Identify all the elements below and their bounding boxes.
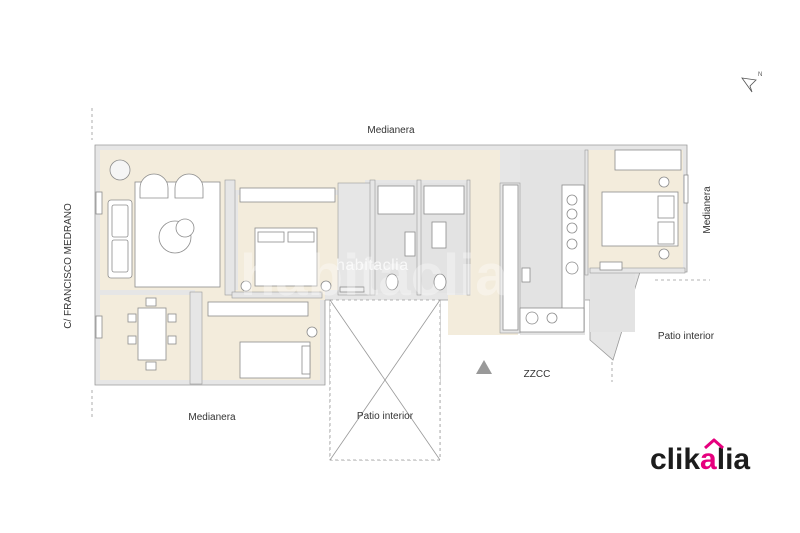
facade-windows xyxy=(95,174,689,339)
label-zzcc: ZZCC xyxy=(524,369,551,380)
wardrobe-3 xyxy=(614,149,682,171)
wardrobe-2 xyxy=(207,301,309,317)
label-medianera-top: Medianera xyxy=(367,125,415,136)
sink-2 xyxy=(431,221,447,249)
counter-left xyxy=(502,184,519,331)
svg-text:habitaclia: habitaclia xyxy=(240,243,508,308)
bedroom-1-furniture xyxy=(239,187,336,292)
sink-1 xyxy=(404,231,416,257)
logo-roof-icon xyxy=(704,438,724,450)
watermark: habitaclia habitaclia xyxy=(240,243,508,308)
bathroom-fixtures xyxy=(339,185,465,293)
label-medianera-bottom: Medianera xyxy=(188,412,236,423)
svg-text:N: N xyxy=(758,72,762,78)
living-room-furniture xyxy=(107,159,221,288)
wardrobe-1 xyxy=(239,187,336,203)
toilet-2 xyxy=(433,273,447,291)
north-arrow-icon: N xyxy=(741,72,762,93)
armchair-left xyxy=(139,173,169,199)
patio-interior-bottom xyxy=(329,299,441,461)
dining-table xyxy=(137,307,167,361)
brand-logo: clikalia xyxy=(650,438,750,476)
bed-2 xyxy=(239,341,311,379)
shower-1 xyxy=(377,185,415,215)
kitchen-fixtures xyxy=(502,184,585,333)
bedroom-2-furniture xyxy=(207,301,318,379)
label-street: C/ FRANCISCO MEDRANO xyxy=(63,203,74,329)
label-medianera-right: Medianera xyxy=(702,186,713,234)
toilet-1 xyxy=(385,273,399,291)
label-patio-right: Patio interior xyxy=(658,331,715,342)
shower-2 xyxy=(423,185,465,215)
coffee-table-small xyxy=(175,218,195,238)
laundry-unit xyxy=(599,261,623,271)
bath-doormat xyxy=(339,286,365,293)
label-patio-bottom: Patio interior xyxy=(357,411,414,422)
floor-hall-top xyxy=(340,150,470,180)
bedroom-3-furniture xyxy=(599,149,682,271)
floor-hall xyxy=(195,150,365,190)
svg-text:clikalia: clikalia xyxy=(650,443,750,476)
dining-furniture xyxy=(127,297,177,371)
floor-laundry xyxy=(590,272,635,332)
plant xyxy=(109,159,131,181)
entrance-marker xyxy=(476,360,492,374)
svg-text:habitaclia: habitaclia xyxy=(336,257,409,274)
armchair-right xyxy=(174,173,204,199)
